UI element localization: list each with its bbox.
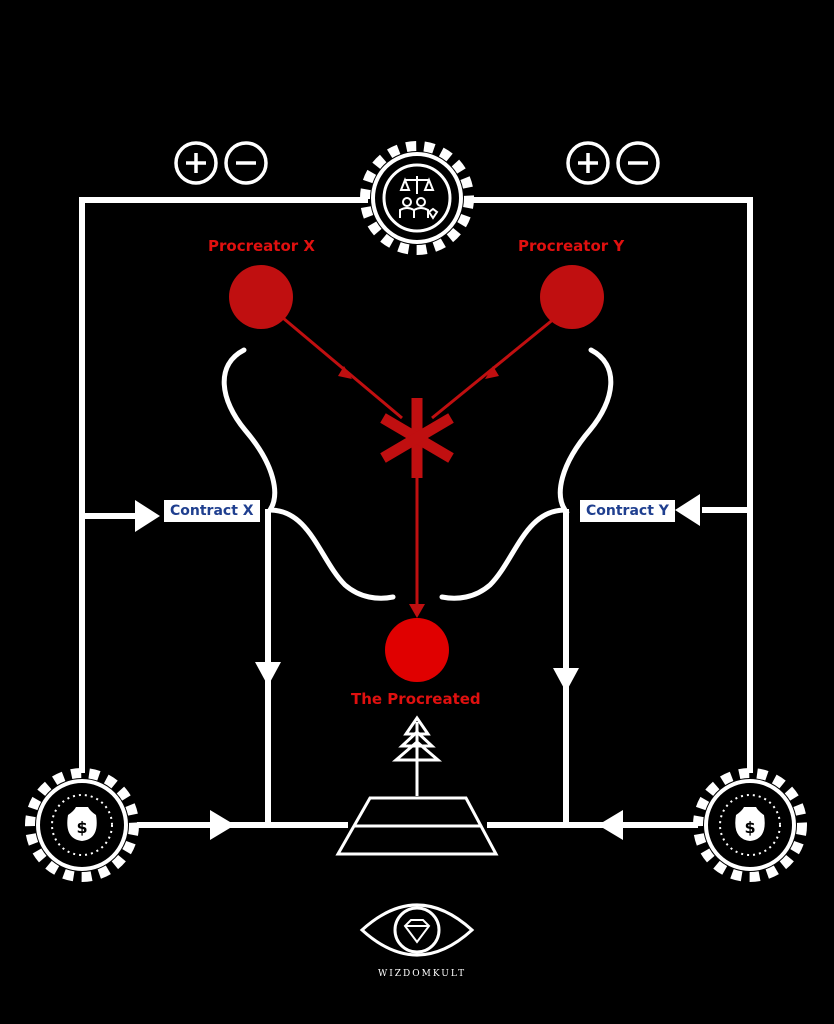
money-bag-gear-icon: $: [693, 768, 807, 882]
dollar-sign: $: [744, 818, 755, 837]
white-arrowheads: [135, 494, 700, 840]
arrow-to-contract-y: [675, 494, 700, 526]
money-bag-gear-icon: $: [25, 768, 139, 882]
brand-label: WIZDOMKULT: [378, 969, 467, 979]
pyramid-icon: [335, 796, 499, 856]
eye-diamond-icon: [359, 903, 475, 957]
dollar-sign: $: [76, 818, 87, 837]
plus-icon: [174, 141, 218, 185]
procreator-x-node: [229, 265, 293, 329]
plus-minus-left: [174, 141, 268, 185]
plus-minus-right: [566, 141, 660, 185]
minus-icon: [224, 141, 268, 185]
procreated-label: The Procreated: [351, 690, 481, 708]
arrow-right-bottom: [210, 810, 235, 840]
body-curves: [221, 347, 614, 601]
arrow-to-contract-x: [135, 500, 160, 532]
procreator-y-node: [540, 265, 604, 329]
asterisk-icon: [380, 398, 454, 478]
procreator-y-label: Procreator Y: [518, 237, 625, 255]
tree-arrow-icon: [391, 715, 443, 796]
minus-icon: [616, 141, 660, 185]
arrow-down-right: [553, 668, 579, 692]
contract-y-label: Contract Y: [580, 500, 675, 522]
procreator-x-label: Procreator X: [208, 237, 315, 255]
arrow-left-bottom: [598, 810, 623, 840]
justice-family-gear-icon: [360, 141, 474, 255]
procreated-node: [385, 618, 449, 682]
arrow-down-left: [255, 662, 281, 686]
red-arrowheads: [338, 366, 499, 618]
plus-icon: [566, 141, 610, 185]
contract-x-label: Contract X: [164, 500, 260, 522]
